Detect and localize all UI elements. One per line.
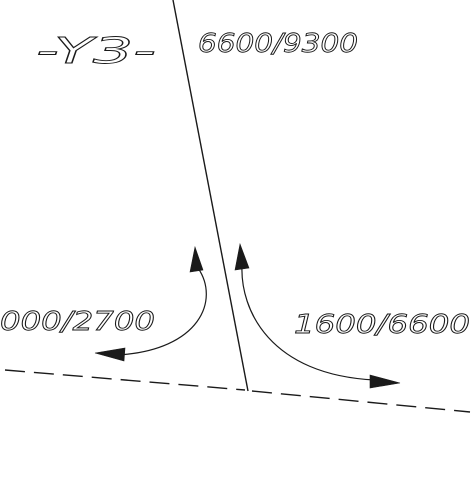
side-road-centerline [172,0,249,392]
main-line-sight-distance: 6600/9300 [198,29,358,59]
right-arrow-head-up [234,242,250,271]
main-road-centerline-right [251,390,471,413]
left-movement-arrow [117,267,207,356]
left-arrow-head-left [94,347,126,362]
left-arrow-head-up [189,245,204,273]
main-road-centerline-left [4,369,246,391]
right-movement-arrow [241,264,376,381]
left-turn-sight-distance: 000/2700 [0,307,155,337]
right-turn-sight-distance: 1600/6600 [294,310,470,340]
right-arrow-head-right [369,374,401,389]
road-label: -Y3- [36,31,156,72]
